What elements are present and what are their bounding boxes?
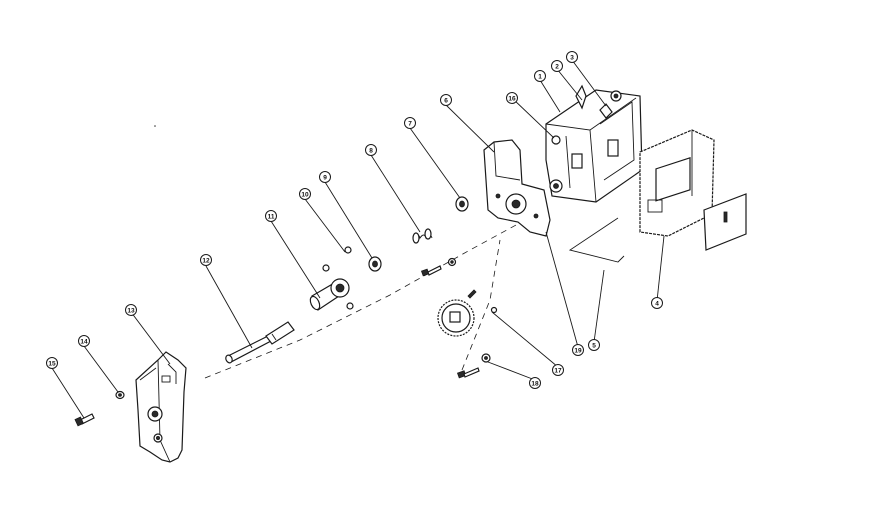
bushing-9 xyxy=(368,256,382,272)
callout-9-label: 9 xyxy=(323,174,327,181)
callout-19: 19 xyxy=(572,344,584,356)
callout-16: 16 xyxy=(506,92,518,104)
callout-14-label: 14 xyxy=(80,338,88,345)
callout-16-label: 16 xyxy=(508,95,516,102)
main-housing xyxy=(545,84,643,203)
callout-8-label: 8 xyxy=(369,147,373,154)
callout-7: 7 xyxy=(404,117,416,129)
screw-16 xyxy=(456,367,480,379)
pins-10 xyxy=(322,246,354,310)
bushing-7 xyxy=(455,196,469,212)
spring-8 xyxy=(412,228,433,244)
wire-linkage xyxy=(568,217,625,263)
callout-8: 8 xyxy=(365,144,377,156)
main-shaft xyxy=(225,321,295,364)
callout-17: 17 xyxy=(552,364,564,376)
callout-4-label: 4 xyxy=(655,300,659,307)
assembly-axis xyxy=(204,211,541,379)
rear-cover-plate xyxy=(639,129,715,237)
callout-17-label: 17 xyxy=(554,367,562,374)
callout-13-label: 13 xyxy=(127,307,135,314)
callout-6: 6 xyxy=(440,94,452,106)
label-card xyxy=(703,193,747,251)
tapered-sleeve xyxy=(309,278,350,311)
callout-18: 18 xyxy=(529,377,541,389)
callout-14: 14 xyxy=(78,335,90,347)
callout-18-label: 18 xyxy=(531,380,539,387)
screw-15 xyxy=(74,413,95,427)
callout-10: 10 xyxy=(299,188,311,200)
callout-13: 13 xyxy=(125,304,137,316)
callout-2-label: 2 xyxy=(555,63,559,70)
callout-6-label: 6 xyxy=(444,97,448,104)
washer-14 xyxy=(115,390,125,400)
screw-upper xyxy=(420,257,457,277)
callout-3-label: 3 xyxy=(570,54,574,61)
callout-15-label: 15 xyxy=(48,360,56,367)
callout-9: 9 xyxy=(319,171,331,183)
callout-12: 12 xyxy=(200,254,212,266)
callout-1: 1 xyxy=(534,70,546,82)
callout-2: 2 xyxy=(551,60,563,72)
leader-lines xyxy=(51,59,665,419)
callout-15: 15 xyxy=(46,357,58,369)
callout-12-label: 12 xyxy=(202,257,210,264)
front-bracket xyxy=(135,351,187,463)
pin-gear xyxy=(467,289,498,314)
callout-7-label: 7 xyxy=(408,120,412,127)
callout-5-label: 5 xyxy=(592,342,596,349)
stray-dot xyxy=(154,125,156,127)
callout-4: 4 xyxy=(651,297,663,309)
callout-10-label: 10 xyxy=(301,191,309,198)
callout-11-label: 11 xyxy=(268,213,275,220)
washer-18 xyxy=(481,353,491,363)
callout-11: 11 xyxy=(265,210,277,222)
callout-3: 3 xyxy=(566,51,578,63)
callout-5: 5 xyxy=(588,339,600,351)
assembly-axis-lower xyxy=(461,239,501,371)
callouts: 15 14 13 12 11 10 9 8 7 6 16 1 2 3 5 19 … xyxy=(46,51,663,389)
gear-wheel xyxy=(437,299,475,337)
intermediate-plate xyxy=(483,139,551,237)
callout-19-label: 19 xyxy=(574,347,582,354)
callout-1-label: 1 xyxy=(538,73,542,80)
